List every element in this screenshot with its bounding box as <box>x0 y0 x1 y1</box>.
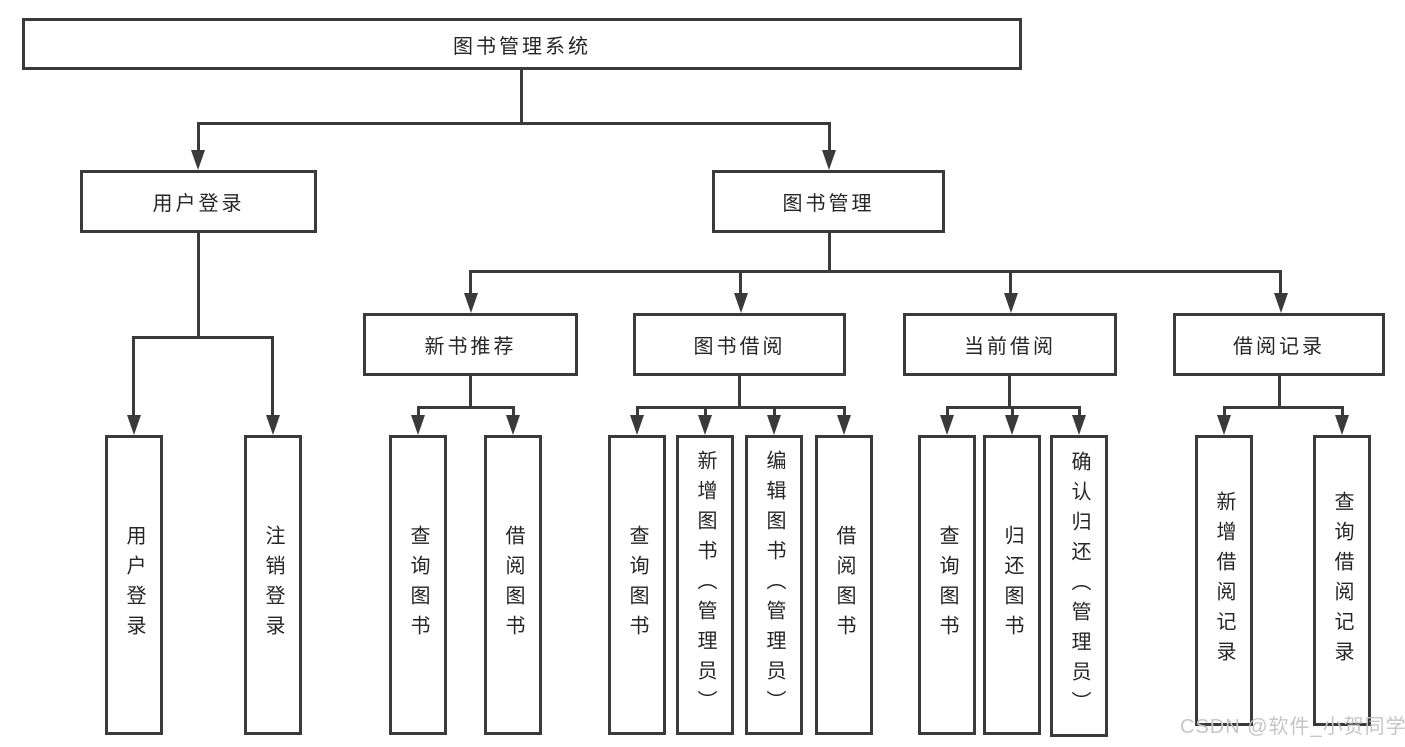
connector-line <box>1009 270 1012 293</box>
connector-line <box>1011 406 1014 415</box>
arrowhead-down <box>266 415 280 435</box>
leaf-query-books-recommend-label: 查询图书 <box>407 525 429 645</box>
leaf-add-borrow-record: 新增借阅记录 <box>1195 435 1253 726</box>
node-user-login-label: 用户登录 <box>152 193 245 215</box>
leaf-add-books-admin: 新增图书（管理员） <box>676 435 734 735</box>
connector-line <box>1223 406 1226 415</box>
leaf-query-borrow-record-label: 查询借阅记录 <box>1331 490 1353 671</box>
arrowhead-down <box>1072 415 1086 435</box>
connector-line <box>1008 376 1011 406</box>
leaf-logout-login: 注销登录 <box>244 435 302 735</box>
connector-line <box>1223 406 1344 409</box>
connector-line <box>469 270 472 293</box>
connector-line <box>704 406 707 415</box>
node-book-borrowing: 图书借阅 <box>633 313 846 376</box>
connector-line <box>739 270 742 293</box>
leaf-edit-books-admin-label: 编辑图书（管理员） <box>763 450 785 720</box>
leaf-borrow-books-recommend-label: 借阅图书 <box>502 525 524 645</box>
connector-line <box>197 233 200 336</box>
connector-line <box>636 406 639 415</box>
leaf-borrow-books-recommend: 借阅图书 <box>484 435 542 735</box>
connector-line <box>636 406 846 409</box>
connector-line <box>132 336 274 339</box>
leaf-return-books: 归还图书 <box>983 435 1041 735</box>
leaf-return-books-label: 归还图书 <box>1001 525 1023 645</box>
node-new-book-recommend-label: 新书推荐 <box>424 336 517 358</box>
node-new-book-recommend: 新书推荐 <box>363 313 578 376</box>
connector-line <box>197 122 831 125</box>
arrowhead-down <box>630 415 644 435</box>
connector-line <box>469 376 472 406</box>
leaf-user-login-label: 用户登录 <box>123 525 145 645</box>
leaf-confirm-return-admin-label: 确认归还（管理员） <box>1068 451 1090 721</box>
arrowhead-down <box>191 150 205 170</box>
connector-line <box>946 406 949 415</box>
arrowhead-down <box>127 415 141 435</box>
leaf-logout-login-label: 注销登录 <box>262 525 284 645</box>
node-library-system-label: 图书管理系统 <box>453 35 591 58</box>
connector-line <box>417 406 515 409</box>
leaf-confirm-return-admin: 确认归还（管理员） <box>1050 435 1108 737</box>
connector-line <box>417 406 420 415</box>
node-book-management-label: 图书管理 <box>782 193 875 215</box>
leaf-user-login: 用户登录 <box>105 435 163 735</box>
arrowhead-down <box>1274 293 1288 313</box>
connector-line <box>843 406 846 415</box>
arrowhead-down <box>767 415 781 435</box>
node-book-management: 图书管理 <box>712 170 945 233</box>
connector-line <box>738 376 741 406</box>
arrowhead-down <box>698 415 712 435</box>
node-book-borrowing-label: 图书借阅 <box>693 336 786 358</box>
connector-line <box>520 70 523 122</box>
leaf-query-books-borrowing-label: 查询图书 <box>626 525 648 645</box>
connector-line <box>773 406 776 415</box>
leaf-query-books-current-label: 查询图书 <box>936 525 958 645</box>
connector-line <box>271 336 274 415</box>
leaf-query-books-borrowing: 查询图书 <box>608 435 666 735</box>
leaf-edit-books-admin: 编辑图书（管理员） <box>745 435 803 735</box>
watermark: CSDN @软件_小贺同学 <box>1180 716 1405 738</box>
leaf-query-books-recommend: 查询图书 <box>389 435 447 735</box>
connector-line <box>1341 406 1344 415</box>
arrowhead-down <box>464 293 478 313</box>
connector-line <box>132 336 135 415</box>
arrowhead-down <box>411 415 425 435</box>
leaf-borrow-books-borrowing: 借阅图书 <box>815 435 873 735</box>
leaf-add-books-admin-label: 新增图书（管理员） <box>694 450 716 720</box>
connector-line <box>1279 270 1282 293</box>
arrowhead-down <box>1004 293 1018 313</box>
node-borrowing-records: 借阅记录 <box>1173 313 1385 376</box>
node-current-borrowing-label: 当前借阅 <box>964 336 1056 358</box>
node-current-borrowing: 当前借阅 <box>903 313 1117 376</box>
connector-line <box>197 122 200 150</box>
arrowhead-down <box>1217 415 1231 435</box>
leaf-add-borrow-record-label: 新增借阅记录 <box>1213 490 1235 671</box>
connector-line <box>1078 406 1081 415</box>
leaf-query-books-current: 查询图书 <box>918 435 976 735</box>
leaf-borrow-books-borrowing-label: 借阅图书 <box>833 525 855 645</box>
arrowhead-down <box>837 415 851 435</box>
arrowhead-down <box>506 415 520 435</box>
node-library-system: 图书管理系统 <box>22 18 1022 70</box>
arrowhead-down <box>1335 415 1349 435</box>
arrowhead-down <box>940 415 954 435</box>
connector-line <box>828 122 831 150</box>
node-user-login: 用户登录 <box>80 170 317 233</box>
arrowhead-down <box>1005 415 1019 435</box>
connector-line <box>1278 376 1281 406</box>
arrowhead-down <box>822 150 836 170</box>
node-borrowing-records-label: 借阅记录 <box>1233 336 1325 358</box>
connector-line <box>512 406 515 415</box>
connector-line <box>469 270 1282 273</box>
leaf-query-borrow-record: 查询借阅记录 <box>1313 435 1371 726</box>
connector-line <box>828 233 831 270</box>
arrowhead-down <box>734 293 748 313</box>
